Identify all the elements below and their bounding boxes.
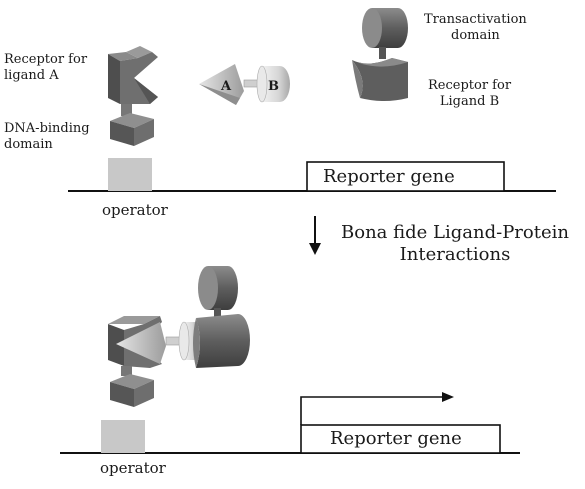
label-process-line-2: Interactions [399,244,511,265]
label-reporter-gene-top: Reporter gene [323,166,455,187]
label-transactivation-line-1: Transactivation [424,12,527,27]
label-receptor-a: Receptor for ligand A [4,52,87,84]
reporter-gene-box-bottom [300,424,501,454]
label-process: Bona fide Ligand-Protein Interactions [329,222,581,266]
label-operator-top: operator [102,201,168,219]
label-transactivation-line-2: domain [451,28,500,43]
label-reporter-gene-bottom: Reporter gene [330,428,462,449]
ligand-a-letter: A [221,79,232,94]
label-dna-binding-line-1: DNA-binding [4,121,90,136]
label-operator-bottom: operator [100,459,166,477]
label-process-line-1: Bona fide Ligand-Protein [341,222,569,243]
bound-receptor-b [193,266,250,368]
label-receptor-b-line-1: Receptor for [428,78,512,93]
process-arrow [309,216,321,255]
bottom-panel [60,266,520,454]
operator-box-bottom [101,420,145,453]
operator-box-top [108,158,152,191]
bound-receptor-a [108,316,166,407]
label-dna-binding-line-2: domain [4,137,53,152]
label-transactivation-domain: Transactivation domain [424,12,527,44]
label-receptor-a-line-2: ligand A [4,68,59,83]
reporter-gene-box-top [306,161,505,192]
label-receptor-a-line-1: Receptor for [4,52,88,67]
transcription-arrow [300,392,454,425]
ligand-conjugate [199,64,290,105]
top-panel [68,8,556,192]
label-dna-binding-domain: DNA-binding domain [4,121,90,153]
ligand-b-letter: B [268,79,279,94]
receptor-b-protein [352,8,408,101]
label-receptor-b: Receptor for Ligand B [428,78,511,110]
receptor-a-protein [108,46,158,116]
dna-binding-domain [110,113,154,146]
label-receptor-b-line-2: Ligand B [439,94,500,109]
